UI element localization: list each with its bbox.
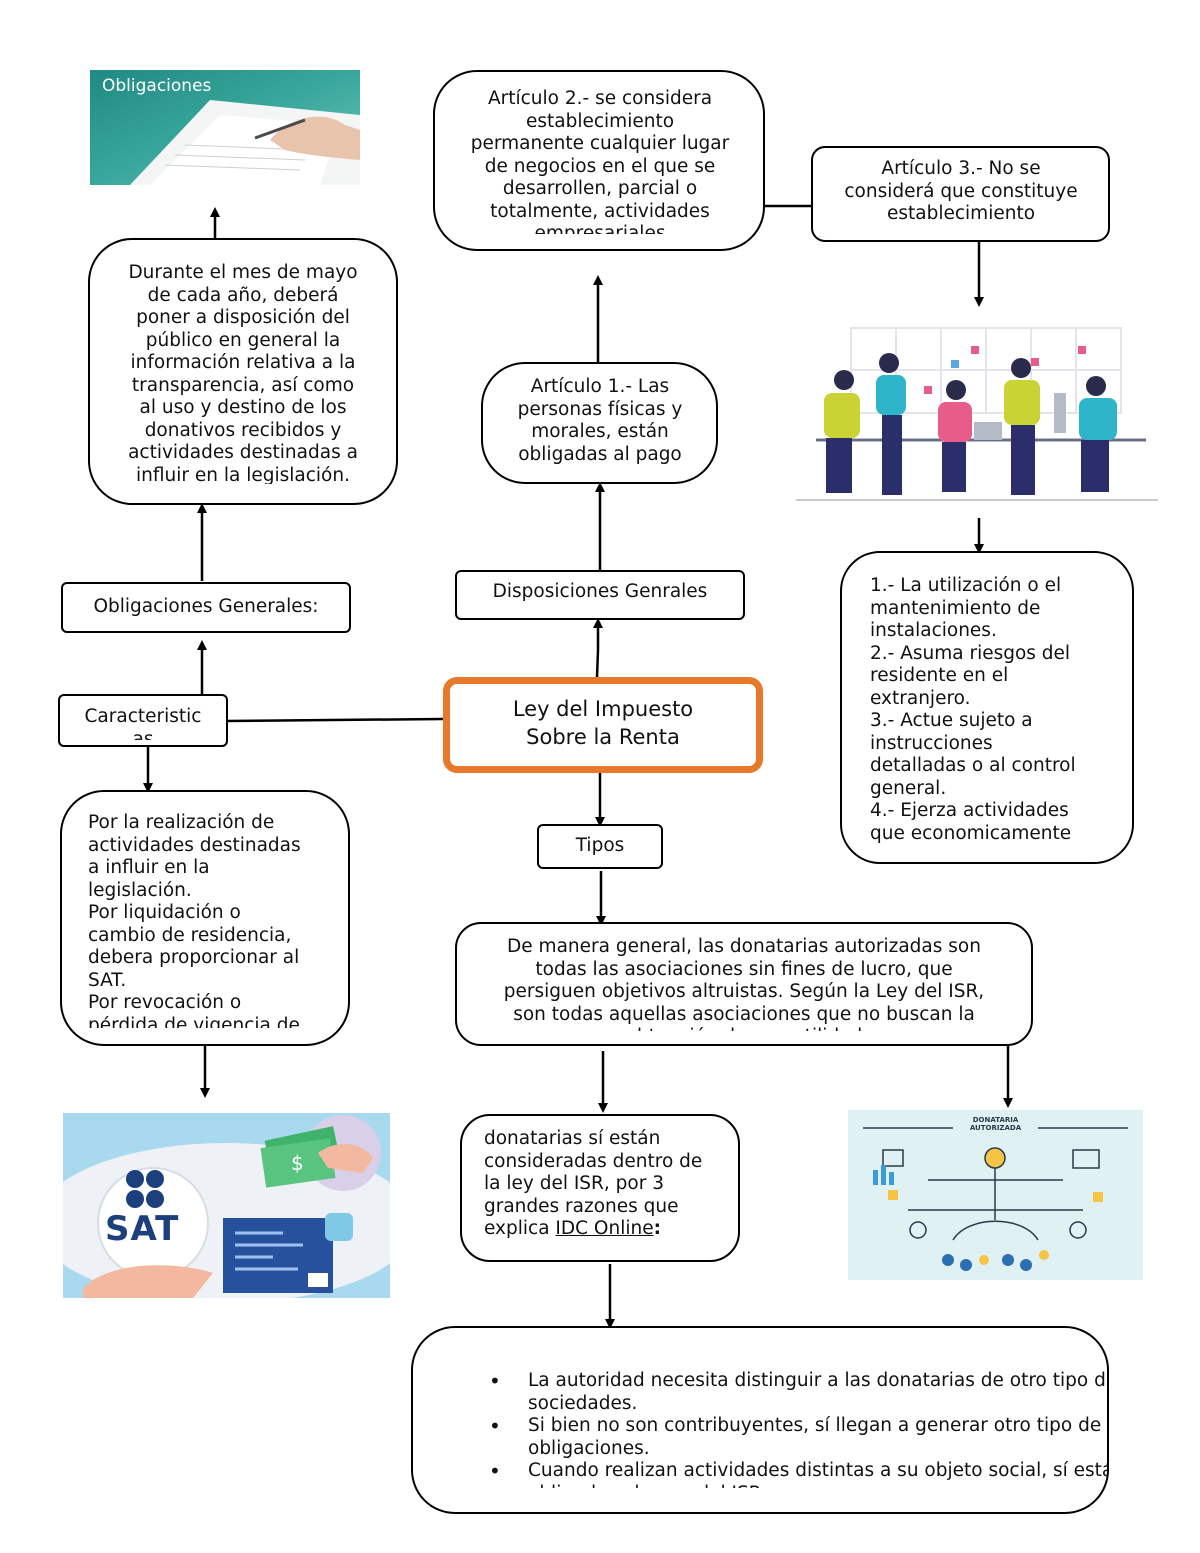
- obligaciones-image-label: Obligaciones: [102, 76, 212, 96]
- caracteristicas-label: Caracteristic as: [84, 706, 202, 740]
- razon-item-3: Cuando realizan actividades distintas a …: [443, 1460, 1107, 1488]
- razones-list: La autoridad necesita distinguir a las d…: [413, 1370, 1107, 1488]
- lista-node: 1.- La utilización o el mantenimiento de…: [840, 551, 1134, 864]
- central-title-line2: Sobre la Renta: [526, 725, 680, 749]
- donatarias-colon: :: [653, 1218, 662, 1239]
- de-manera-node: De manera general, las donatarias autori…: [455, 922, 1033, 1046]
- caracteristicas-node: Caracteristic as: [58, 694, 228, 747]
- disposiciones-label: Disposiciones Genrales: [492, 581, 708, 602]
- disposiciones-node: Disposiciones Genrales: [455, 570, 745, 620]
- articulo3-node: Artículo 3.- No se considerá que constit…: [811, 146, 1110, 242]
- arrow-to-disposiciones: [593, 618, 603, 678]
- tipos-label: Tipos: [575, 835, 625, 856]
- donataria-image-title: DONATARIA AUTORIZADA: [969, 1116, 1022, 1132]
- razon-item-2: Si bien no son contribuyentes, sí llegan…: [443, 1415, 1107, 1460]
- razones-node: La autoridad necesita distinguir a las d…: [411, 1326, 1109, 1514]
- donataria-autorizada-image: DONATARIA AUTORIZADA: [848, 1110, 1143, 1280]
- obligaciones-image: Obligaciones: [90, 70, 360, 185]
- central-title-line1: Ley del Impuesto: [512, 697, 694, 721]
- central-node: Ley del Impuesto Sobre la Renta: [443, 677, 763, 773]
- obligaciones-generales-label: Obligaciones Generales:: [93, 596, 319, 617]
- tipos-node: Tipos: [537, 824, 663, 869]
- articulo1-node: Artículo 1.- Las personas físicas y mora…: [481, 362, 718, 484]
- svg-text:$: $: [291, 1151, 304, 1175]
- lista-text: 1.- La utilización o el mantenimiento de…: [870, 575, 1076, 844]
- donatarias-body: donatarias sí están consideradas dentro …: [484, 1128, 703, 1239]
- realizacion-node: Por la realización de actividades destin…: [60, 790, 350, 1046]
- realizacion-text: Por la realización de actividades destin…: [88, 812, 301, 1028]
- de-manera-text: De manera general, las donatarias autori…: [503, 936, 985, 1031]
- durante-text: Durante el mes de mayo de cada año, debe…: [128, 262, 358, 484]
- sat-image: $ SAT: [63, 1113, 390, 1298]
- articulo1-text: Artículo 1.- Las personas físicas y mora…: [517, 376, 683, 465]
- donatarias-node: donatarias sí están consideradas dentro …: [460, 1114, 740, 1262]
- donatarias-text: donatarias sí están consideradas dentro …: [484, 1128, 734, 1246]
- razon-item-1: La autoridad necesita distinguir a las d…: [443, 1370, 1107, 1415]
- articulo2-text: Artículo 2.- se considera establecimient…: [470, 88, 730, 234]
- articulo3-text: Artículo 3.- No se considerá que constit…: [844, 158, 1078, 224]
- articulo2-node: Artículo 2.- se considera establecimient…: [433, 70, 765, 251]
- sat-logo-text: SAT: [105, 1209, 180, 1249]
- durante-node: Durante el mes de mayo de cada año, debe…: [88, 238, 398, 505]
- idc-online-link[interactable]: IDC Online: [555, 1218, 654, 1239]
- team-image: [796, 318, 1158, 508]
- connector-central-caracteristicas: [225, 717, 444, 723]
- obligaciones-generales-node: Obligaciones Generales:: [61, 582, 351, 633]
